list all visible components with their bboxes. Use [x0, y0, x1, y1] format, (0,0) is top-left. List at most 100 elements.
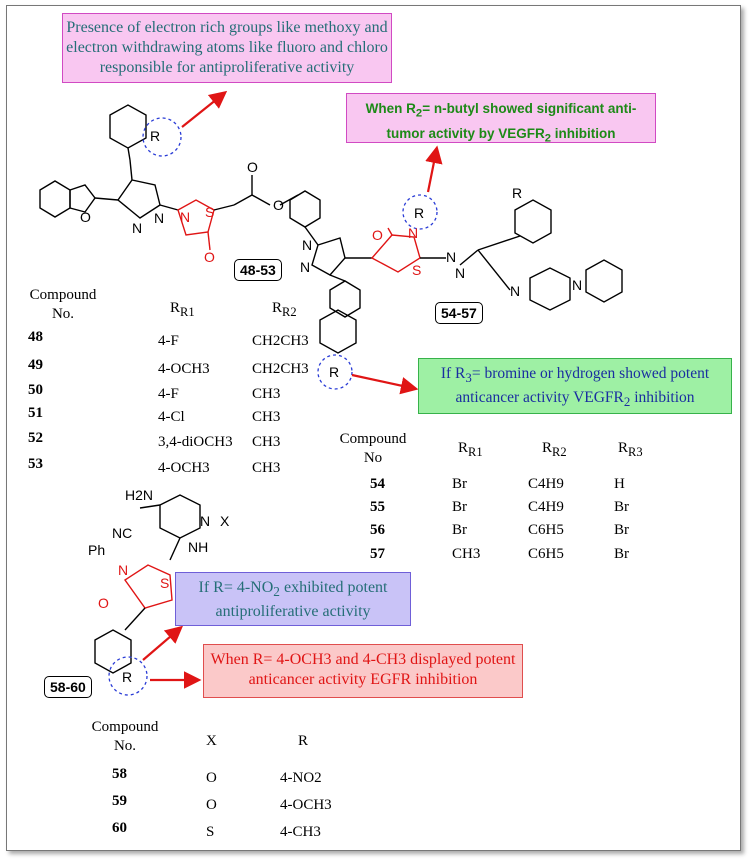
- note-nitro: If R= 4-NO2 exhibited potent antiprolife…: [175, 572, 411, 626]
- t1-cell-r1: 4-Cl: [158, 409, 185, 425]
- t1-cell-r2: CH3: [252, 434, 281, 450]
- t3-cell-x: S: [206, 824, 215, 840]
- t3-cell-r: 4-OCH3: [280, 797, 332, 813]
- t1-cell-no: 53: [28, 456, 43, 472]
- svg-text:NH: NH: [188, 539, 208, 555]
- svg-text:N: N: [132, 220, 142, 236]
- t2-header-r3: RR3: [618, 440, 643, 459]
- t1-cell-r1: 4-F: [158, 333, 179, 349]
- t2-cell-r3: Br: [614, 499, 629, 515]
- t1-cell-r2: CH2CH3: [252, 333, 309, 349]
- t1-cell-r1: 4-OCH3: [158, 361, 210, 377]
- t3-cell-no: 60: [112, 820, 127, 836]
- svg-text:N: N: [446, 249, 456, 265]
- t3-cell-no: 59: [112, 793, 127, 809]
- t1-cell-r1: 4-F: [158, 386, 179, 402]
- note-n-butyl: When R2= n-butyl showed significant anti…: [346, 93, 656, 144]
- t2-cell-no: 57: [370, 546, 385, 562]
- svg-text:O: O: [98, 595, 109, 611]
- figure-frame: [6, 5, 741, 851]
- svg-text:R: R: [329, 364, 339, 380]
- series-label-48-53: 48-53: [234, 259, 282, 281]
- svg-text:H2N: H2N: [125, 487, 153, 503]
- svg-text:O: O: [204, 249, 215, 265]
- structure-48-53: [39, 104, 299, 251]
- t2-cell-r2: C6H5: [528, 522, 564, 538]
- svg-text:N: N: [200, 513, 210, 529]
- t1-cell-no: 48: [28, 329, 43, 345]
- svg-text:R: R: [122, 669, 132, 685]
- svg-text:O: O: [247, 159, 258, 175]
- t1-cell-no: 51: [28, 405, 43, 421]
- t2-cell-r3: Br: [614, 522, 629, 538]
- red-arrows: [142, 90, 443, 689]
- svg-text:R: R: [150, 128, 160, 144]
- svg-text:NC: NC: [112, 525, 132, 541]
- atom-labels: O N N N S O O O R N N O N S N N N N R R …: [80, 128, 582, 685]
- svg-text:N: N: [118, 562, 128, 578]
- t2-cell-no: 54: [370, 476, 385, 492]
- t2-cell-r3: H: [614, 476, 625, 492]
- svg-text:N: N: [572, 277, 582, 293]
- t3-cell-x: O: [206, 797, 217, 813]
- series-label-58-60: 58-60: [44, 676, 92, 698]
- svg-text:Ph: Ph: [88, 542, 105, 558]
- t1-cell-r2: CH3: [252, 460, 281, 476]
- t3-header-r: R: [298, 733, 309, 749]
- structure-54-57: [289, 190, 623, 354]
- t2-cell-no: 55: [370, 499, 385, 515]
- svg-text:N: N: [300, 259, 310, 275]
- t1-cell-r1: 3,4-diOCH3: [158, 434, 233, 450]
- t3-cell-x: O: [206, 770, 217, 786]
- t1-header-r1: RR1: [170, 300, 195, 319]
- t2-cell-r3: Br: [614, 546, 629, 562]
- t1-cell-no: 49: [28, 357, 43, 373]
- svg-text:R: R: [512, 185, 522, 201]
- svg-text:O: O: [273, 197, 284, 213]
- svg-text:O: O: [372, 227, 383, 243]
- t2-cell-r1: Br: [452, 476, 467, 492]
- svg-text:N: N: [510, 283, 520, 299]
- dashed-markers: [108, 117, 438, 696]
- t2-cell-r1: Br: [452, 499, 467, 515]
- t1-cell-no: 52: [28, 430, 43, 446]
- t1-header-r2: RR2: [272, 300, 297, 319]
- t2-cell-r2: C6H5: [528, 546, 564, 562]
- svg-text:N: N: [408, 225, 418, 241]
- svg-text:S: S: [412, 262, 421, 278]
- svg-text:N: N: [154, 210, 164, 226]
- svg-text:O: O: [80, 209, 91, 225]
- structure-58-60: [94, 494, 201, 674]
- t2-header-r1: RR1: [458, 440, 483, 459]
- t1-cell-r2: CH3: [252, 386, 281, 402]
- t3-cell-r: 4-NO2: [280, 770, 322, 786]
- svg-text:S: S: [205, 204, 214, 220]
- t3-cell-no: 58: [112, 766, 127, 782]
- svg-text:X: X: [220, 513, 230, 529]
- t2-cell-r2: C4H9: [528, 499, 564, 515]
- note-bromine: If R3= bromine or hydrogen showed potent…: [418, 358, 732, 414]
- svg-text:S: S: [160, 575, 169, 591]
- svg-text:R: R: [414, 205, 424, 221]
- svg-text:N: N: [180, 209, 190, 225]
- note-electron-groups: Presence of electron rich groups like me…: [62, 13, 392, 83]
- t2-cell-no: 56: [370, 522, 385, 538]
- note-egfr: When R= 4-OCH3 and 4-CH3 displayed poten…: [203, 644, 523, 698]
- t1-cell-no: 50: [28, 382, 43, 398]
- series-label-54-57: 54-57: [435, 302, 483, 324]
- svg-text:N: N: [302, 237, 312, 253]
- t2-cell-r1: Br: [452, 522, 467, 538]
- t3-header-x: X: [206, 733, 217, 749]
- t2-header-r2: RR2: [542, 440, 567, 459]
- t1-cell-r2: CH2CH3: [252, 361, 309, 377]
- t1-cell-r1: 4-OCH3: [158, 460, 210, 476]
- t2-cell-r1: CH3: [452, 546, 481, 562]
- svg-text:N: N: [455, 265, 465, 281]
- t1-cell-r2: CH3: [252, 409, 281, 425]
- t3-cell-r: 4-CH3: [280, 824, 321, 840]
- t2-cell-r2: C4H9: [528, 476, 564, 492]
